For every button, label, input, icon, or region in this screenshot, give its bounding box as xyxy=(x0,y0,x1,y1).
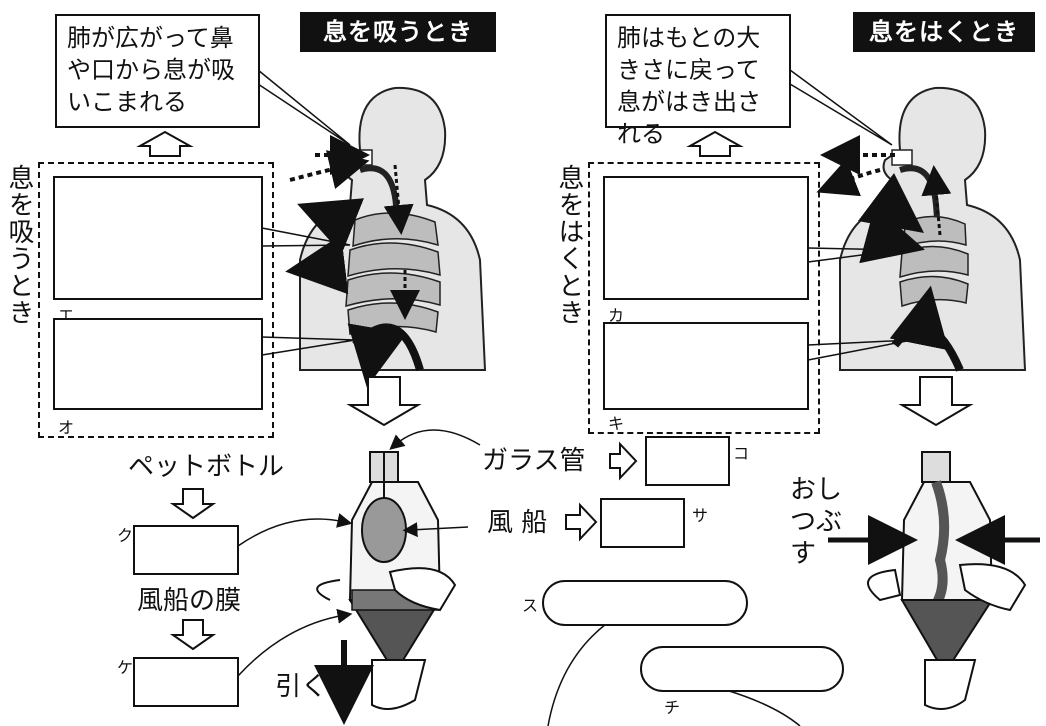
answer-box-ko[interactable] xyxy=(645,436,730,486)
inhale-title: 息を吸うとき xyxy=(300,12,496,52)
right-torso-figure xyxy=(816,86,1027,372)
right-bottle-model xyxy=(867,451,1027,710)
left-bottle-model xyxy=(316,451,457,710)
answer-box-ku[interactable] xyxy=(133,525,239,575)
balloon-label: 風 船 xyxy=(487,508,548,538)
answer-box-ka[interactable] xyxy=(603,176,809,300)
answer-label-sa: サ xyxy=(692,506,709,525)
answer-box-ke[interactable] xyxy=(133,657,239,707)
answer-label-ke: ケ xyxy=(117,658,134,677)
answer-box-e[interactable] xyxy=(53,176,263,300)
answer-pill-chi[interactable] xyxy=(640,646,844,692)
inhale-dashed-group xyxy=(38,162,274,438)
answer-box-o[interactable] xyxy=(53,318,263,410)
exhale-side-label: 息をはくとき xyxy=(554,164,584,326)
squeeze-label: おしつぶす xyxy=(790,475,843,569)
answer-label-ki: キ xyxy=(608,414,625,433)
exhale-callout: 肺はもとの大きさに戻って息がはき出される xyxy=(605,14,791,148)
left-torso-figure xyxy=(285,86,487,388)
answer-label-ko: コ xyxy=(733,444,750,463)
glass-tube-label: ガラス管 xyxy=(482,446,586,476)
answer-label-ka: カ xyxy=(608,306,625,325)
inhale-callout: 肺が広がって鼻や口から息が吸いこまれる xyxy=(55,14,260,128)
pull-label: 引く xyxy=(275,672,328,702)
answer-label-su: ス xyxy=(522,596,539,615)
petbottle-label: ペットボトル xyxy=(128,452,285,482)
exhale-dashed-group xyxy=(588,162,820,434)
answer-box-ki[interactable] xyxy=(603,322,809,410)
answer-label-chi: チ xyxy=(664,698,681,717)
answer-label-o: オ xyxy=(58,418,75,437)
balloon-membrane-label: 風船の膜 xyxy=(137,586,242,616)
inhale-side-label: 息を吸うとき xyxy=(4,164,34,326)
answer-label-ku: ク xyxy=(117,526,134,545)
answer-pill-su[interactable] xyxy=(542,580,748,626)
answer-box-sa[interactable] xyxy=(600,498,685,548)
exhale-title: 息をはくとき xyxy=(853,12,1035,52)
